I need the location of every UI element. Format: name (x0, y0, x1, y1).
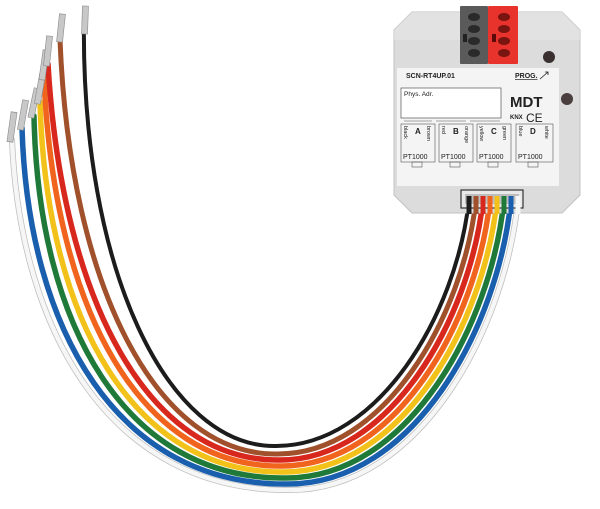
svg-text:D: D (530, 127, 536, 136)
svg-text:PT1000: PT1000 (479, 154, 504, 161)
wire-brown (57, 37, 479, 457)
svg-text:green: green (501, 126, 507, 140)
mdt-logo: MDT (510, 94, 543, 111)
wire-blue (19, 125, 514, 487)
ce-mark: CE (526, 111, 543, 125)
svg-text:PT1000: PT1000 (403, 154, 428, 161)
channel-D: blue D white PT1000 (515, 123, 554, 168)
svg-text:red: red (440, 126, 446, 134)
svg-text:black: black (402, 126, 408, 139)
wire-entry (466, 196, 521, 214)
svg-text:blue: blue (517, 126, 523, 136)
svg-text:orange: orange (463, 126, 469, 143)
wire-green (31, 113, 507, 481)
knx-logo: KNX (510, 115, 523, 121)
wire-black (81, 14, 471, 449)
wire-bundle (9, 14, 521, 494)
wire-ferrules (6, 5, 89, 143)
channel-B: red B orange PT1000 (438, 123, 474, 168)
phys-addr-label: Phys. Adr. (404, 91, 433, 98)
prog-button[interactable] (561, 93, 573, 105)
svg-text:brown: brown (425, 126, 431, 141)
device-housing: SCN-RT4UP.01 PROG. Phys. Adr. MDT KNX CE… (393, 6, 581, 214)
wire-orange (41, 75, 493, 469)
channel-C: yellow C green PT1000 (476, 123, 512, 168)
wire-yellow (37, 99, 500, 475)
svg-text:white: white (543, 125, 549, 139)
prog-arrow-icon (539, 71, 549, 80)
svg-text:PT1000: PT1000 (518, 154, 543, 161)
prog-label: PROG. (515, 73, 538, 80)
svg-text:B: B (453, 127, 459, 136)
knx-bus-terminal[interactable] (460, 6, 518, 64)
model-number: SCN-RT4UP.01 (406, 73, 455, 80)
svg-text:A: A (415, 127, 421, 136)
prog-led (543, 51, 555, 63)
svg-text:C: C (491, 127, 497, 136)
svg-text:PT1000: PT1000 (441, 154, 466, 161)
wire-red (45, 61, 486, 463)
svg-text:yellow: yellow (478, 126, 484, 141)
channel-A: black A brown PT1000 (400, 123, 436, 168)
